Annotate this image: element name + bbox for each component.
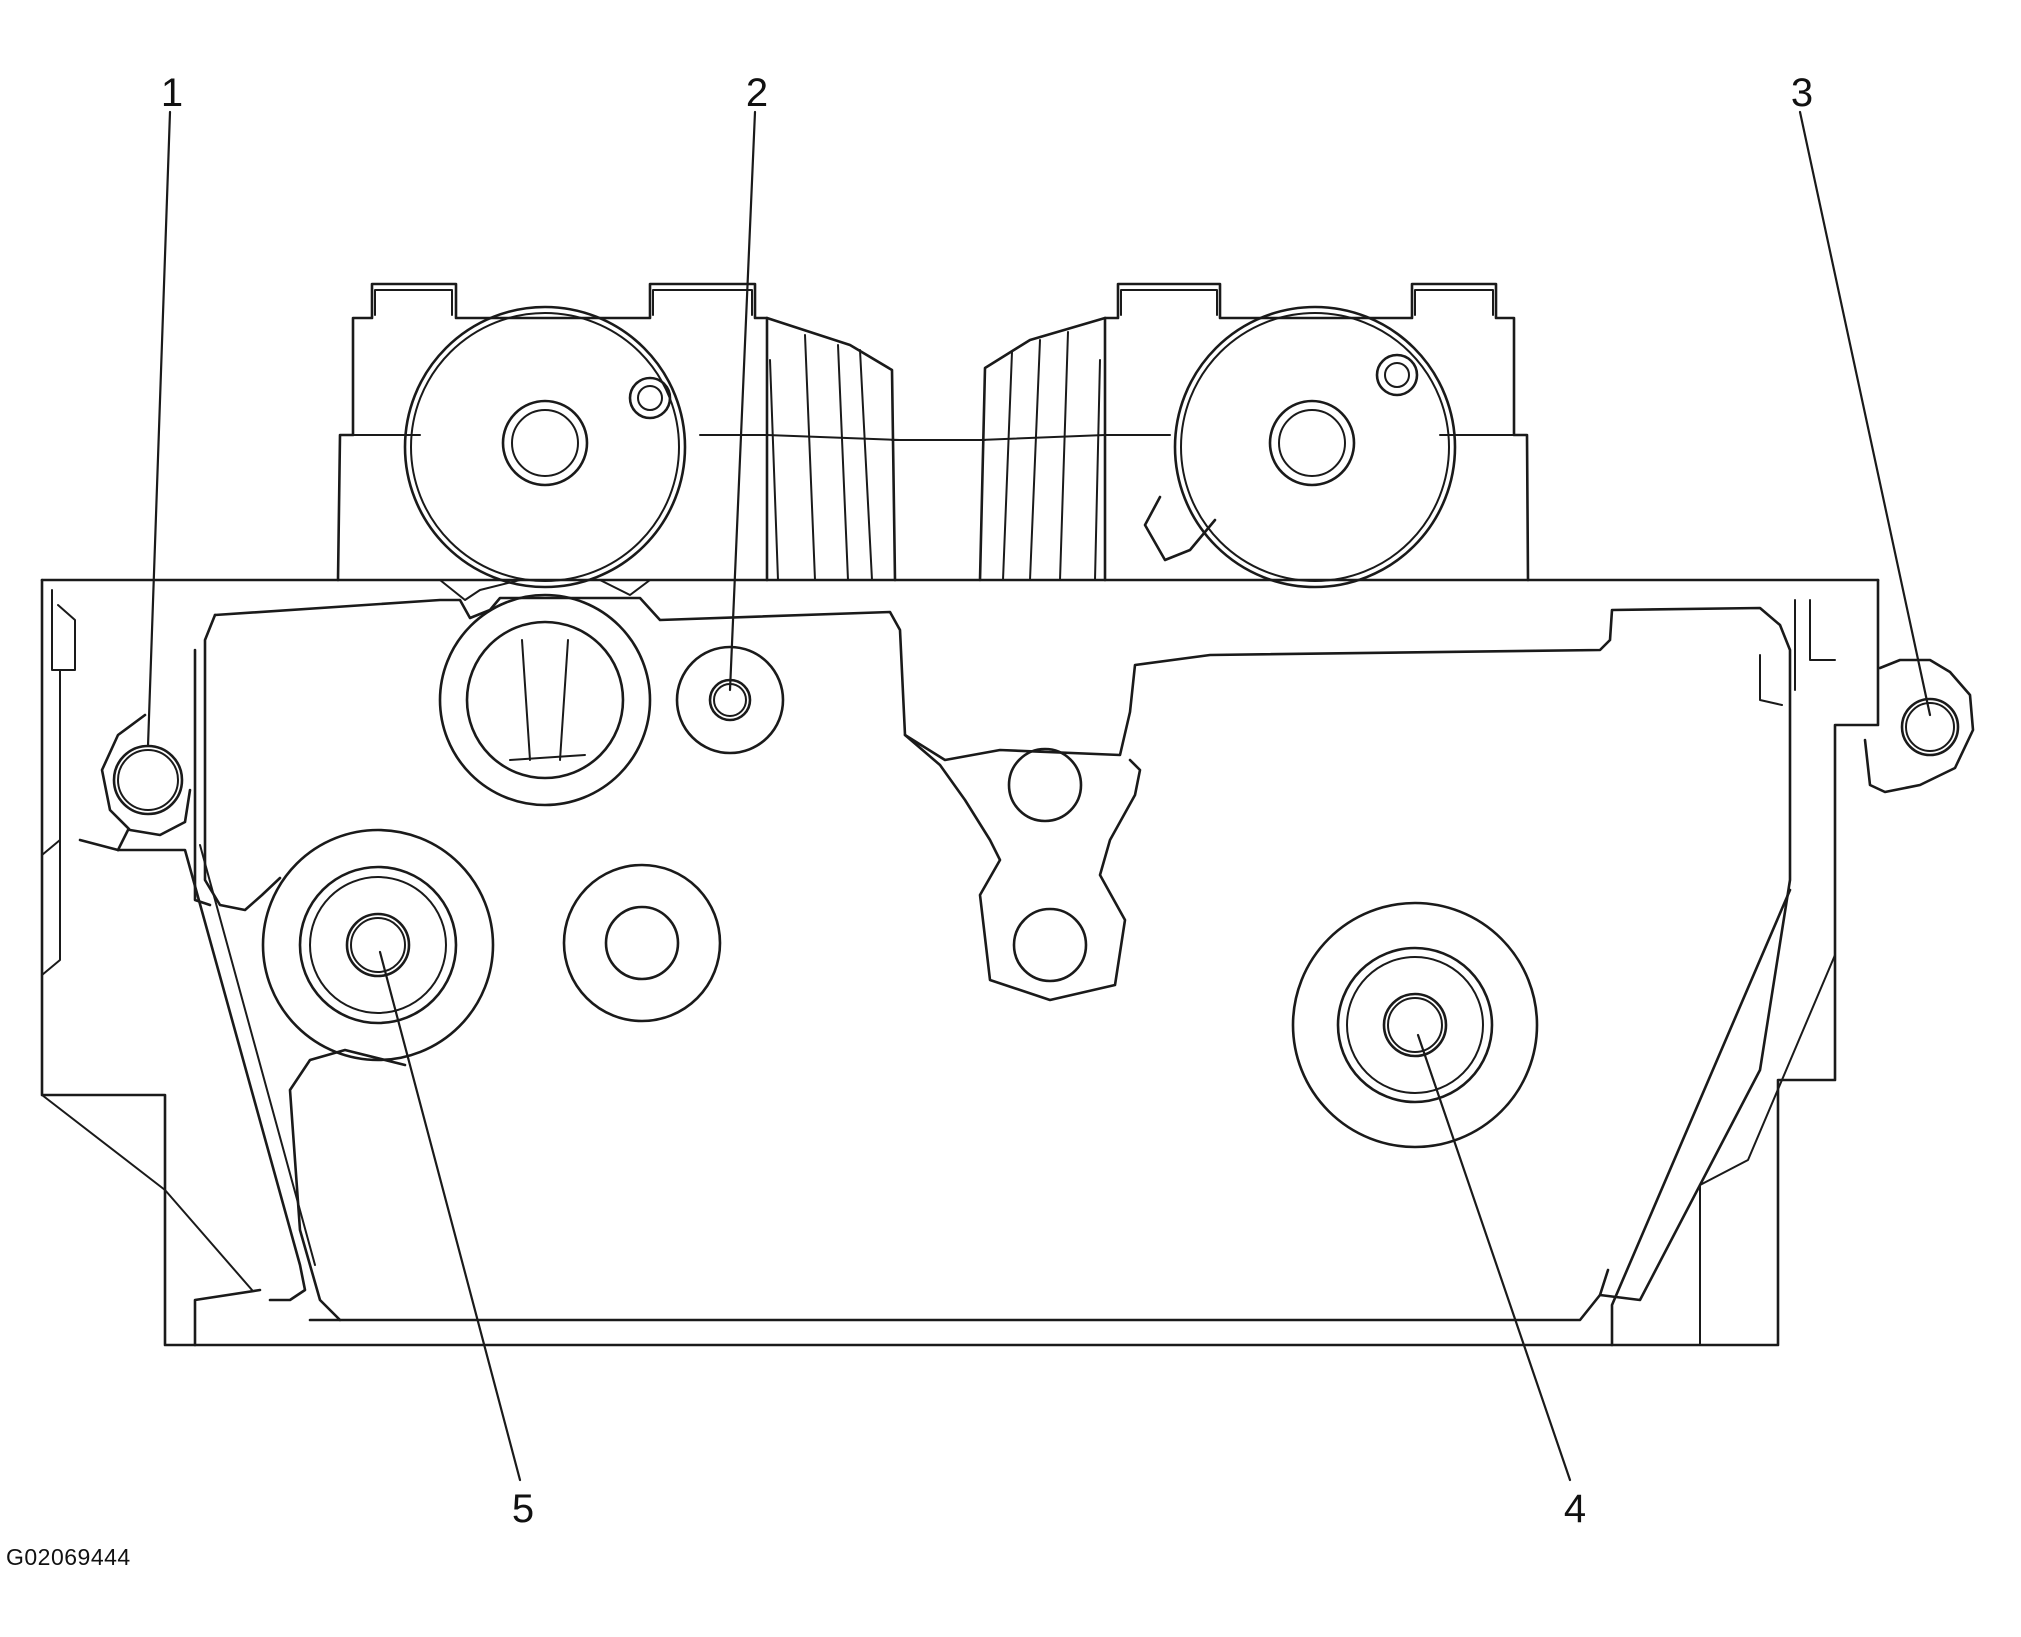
right-cam-housing — [891, 282, 1530, 582]
callout-4: 4 — [1564, 1487, 1586, 1531]
figure-id-label: G02069444 — [6, 1544, 131, 1570]
cylinder-head-body — [40, 578, 1880, 1347]
bolt-hole-2 — [675, 645, 785, 755]
leader-2 — [728, 110, 757, 692]
callout-3: 3 — [1791, 71, 1813, 115]
leader-lines — [146, 110, 1932, 1482]
intake-port-boss — [438, 579, 652, 807]
dowel-hole-lower — [1012, 907, 1088, 983]
leader-1 — [146, 110, 172, 748]
left-cam-housing — [336, 282, 901, 582]
bolt-hole-5 — [261, 828, 495, 1062]
leader-3 — [1798, 110, 1932, 717]
passage-hole-center-left — [562, 863, 722, 1023]
callout-1: 1 — [161, 71, 183, 115]
callout-5: 5 — [512, 1487, 534, 1531]
dowel-hole-upper — [1007, 747, 1083, 823]
callout-labels: 1 2 3 4 5 — [161, 71, 1813, 1531]
bolt-hole-1 — [100, 713, 192, 837]
bolt-hole-4 — [1291, 901, 1539, 1149]
bolt-hole-3 — [1863, 658, 1975, 794]
callout-2: 2 — [746, 71, 768, 115]
leader-4 — [1416, 1033, 1572, 1482]
right-camshaft-sprocket — [1143, 305, 1457, 589]
left-camshaft-sprocket — [403, 305, 687, 589]
leader-5 — [378, 950, 522, 1482]
